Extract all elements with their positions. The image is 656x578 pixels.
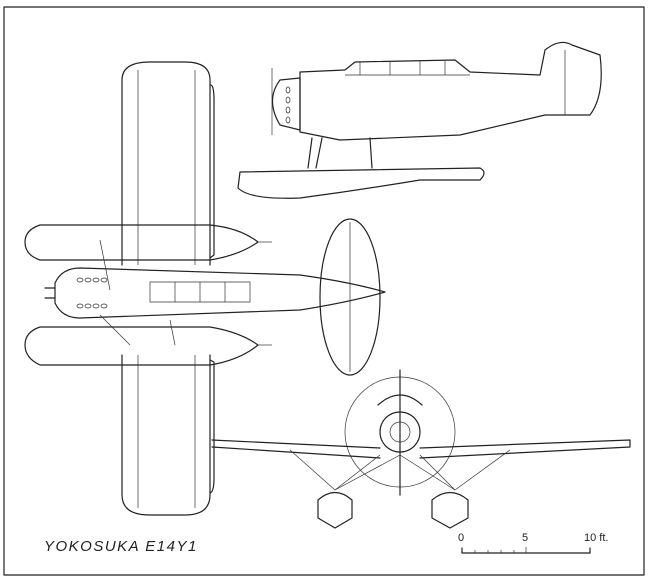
- front-view: [211, 369, 631, 529]
- scale-label-5: 5: [522, 532, 529, 544]
- fuselage-top: [44, 267, 386, 319]
- wing-front: [211, 439, 631, 459]
- drawing-frame: [3, 6, 645, 576]
- upper-wing-top: [121, 61, 215, 266]
- scale-bar: [461, 547, 591, 554]
- engine-cowling-side: [271, 77, 301, 131]
- fuselage-side: [299, 41, 602, 141]
- float-struts-side: [307, 137, 373, 169]
- tail-plane-top: [319, 218, 381, 376]
- struts-front: [289, 449, 511, 491]
- left-float-front: [317, 491, 353, 529]
- side-view: [237, 41, 602, 199]
- lower-wing-top: [121, 354, 215, 516]
- drawing-title: YOKOSUKA E14Y1: [44, 538, 198, 555]
- float-struts-top: [99, 239, 176, 346]
- top-view: [24, 61, 386, 516]
- scale-label-0: 0: [458, 532, 465, 544]
- float-side: [237, 167, 485, 199]
- upper-float-top: [24, 224, 272, 261]
- right-float-front: [431, 491, 469, 529]
- lower-float-top: [24, 326, 272, 366]
- scale-label-10: 10 ft.: [584, 532, 609, 544]
